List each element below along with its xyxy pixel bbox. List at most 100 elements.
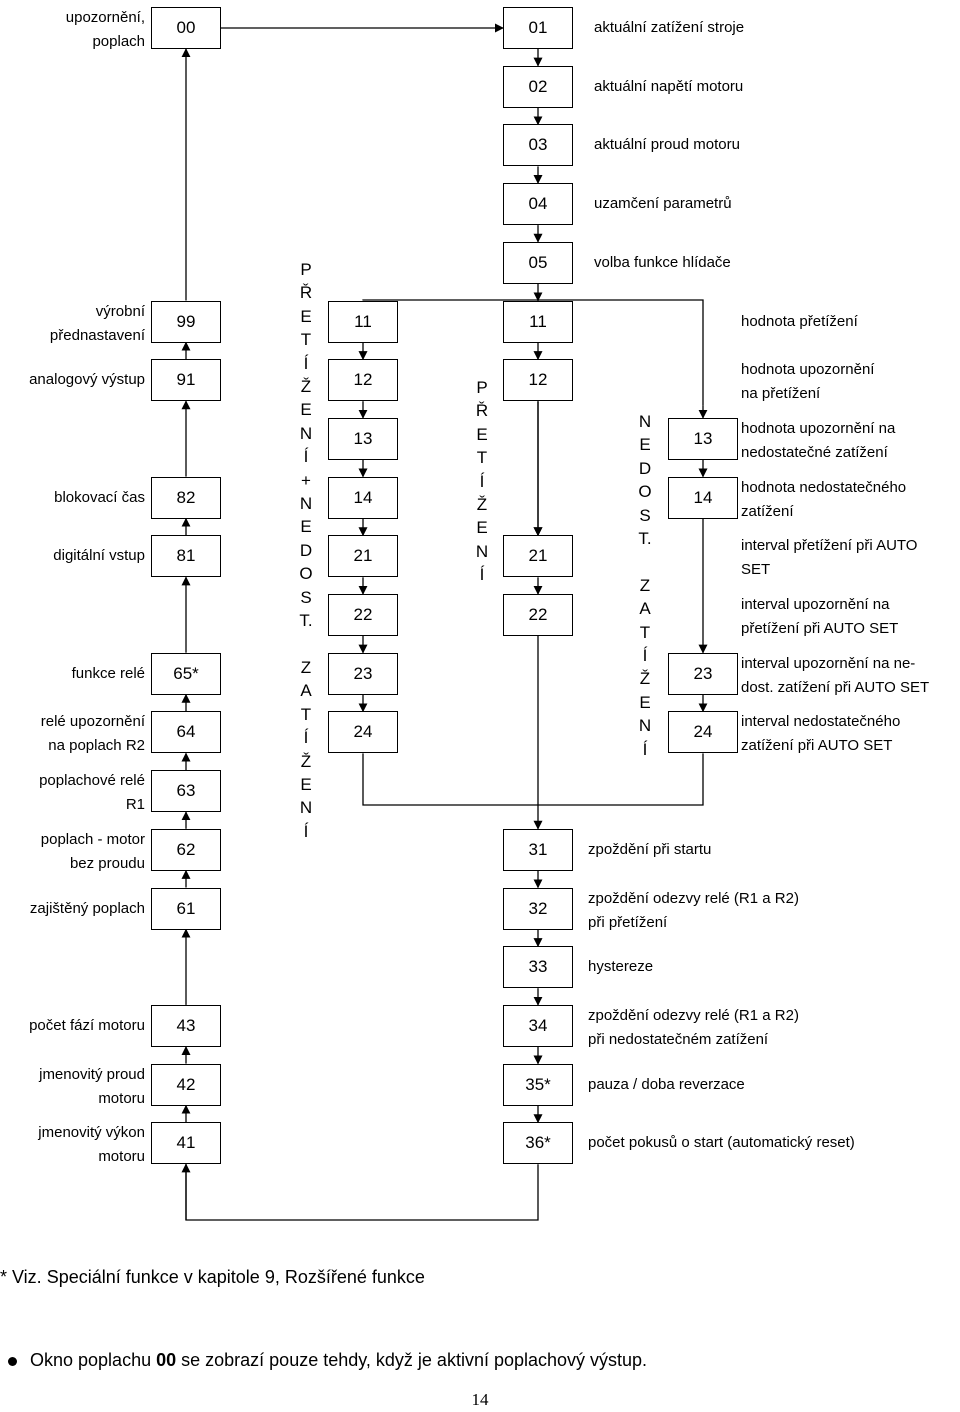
parameter-box-42[interactable]: 42 <box>151 1063 221 1106</box>
left-label-0: upozornění, poplach <box>66 6 145 54</box>
parameter-box-b21[interactable]: 21 <box>328 535 398 578</box>
right-label-c-8-line-0: zpoždění odezvy relé (R1 a R2) <box>588 1006 799 1024</box>
parameter-box-d23[interactable]: 23 <box>668 652 738 695</box>
parameter-box-03[interactable]: 03 <box>503 124 573 167</box>
right-label-c-4-line-0: volba funkce hlídače <box>594 253 731 271</box>
right-label-d-7-line-0: interval nedostatečného <box>741 713 901 731</box>
parameter-box-00[interactable]: 00 <box>151 7 221 49</box>
left-label-7-line-1: R1 <box>125 796 145 814</box>
right-label-d-3-line-0: hodnota nedostatečného <box>741 478 907 496</box>
left-label-4-line-0: digitální vstup <box>53 547 145 565</box>
parameter-box-43[interactable]: 43 <box>151 1004 221 1047</box>
right-label-d-1-line-1: na přetížení <box>741 385 821 403</box>
left-label-12-line-0: jmenovitý výkon <box>38 1124 145 1142</box>
right-label-c-10: počet pokusů o start (automatický reset) <box>588 1131 855 1155</box>
left-label-5: funkce relé <box>72 662 145 686</box>
parameter-box-b13[interactable]: 13 <box>328 417 398 460</box>
parameter-box-02[interactable]: 02 <box>503 65 573 108</box>
parameter-box-05[interactable]: 05 <box>503 241 573 284</box>
parameter-box-41[interactable]: 41 <box>151 1122 221 1165</box>
parameter-box-b11[interactable]: 11 <box>328 300 398 343</box>
parameter-box-32[interactable]: 32 <box>503 887 573 930</box>
parameter-box-c12[interactable]: 12 <box>503 359 573 402</box>
left-label-0-line-1: poplach <box>92 33 145 50</box>
right-label-c-1: aktuální napětí motoru <box>594 75 743 99</box>
parameter-box-d13[interactable]: 13 <box>668 417 738 460</box>
right-label-c-6: zpoždění odezvy relé (R1 a R2) při přetíž… <box>588 887 799 935</box>
parameter-box-b22[interactable]: 22 <box>328 594 398 636</box>
right-label-d-5-line-1: přetížení při AUTO SET <box>741 620 899 637</box>
right-label-d-7-line-1: zatížení při AUTO SET <box>741 737 893 755</box>
right-label-d-7: interval nedostatečného zatížení při AUTO… <box>741 710 900 758</box>
vertical-label-pretizeni-nedost: P Ř E T Í Ž E N Í + N E D O S T. Z A T Í… <box>299 260 313 841</box>
parameter-box-63[interactable]: 63 <box>151 770 221 813</box>
parameter-box-c22[interactable]: 22 <box>503 594 573 636</box>
parameter-box-c21[interactable]: 21 <box>503 535 573 578</box>
right-label-c-2: aktuální proud motoru <box>594 133 740 157</box>
parameter-box-36[interactable]: 36* <box>503 1122 573 1165</box>
parameter-box-01[interactable]: 01 <box>503 7 573 49</box>
parameter-box-64[interactable]: 64 <box>151 711 221 754</box>
left-label-0-line-0: upozornění, <box>65 9 145 26</box>
right-label-c-4: volba funkce hlídače <box>594 251 731 275</box>
parameter-box-b12[interactable]: 12 <box>328 359 398 402</box>
right-label-d-4-line-1: SET <box>741 561 771 579</box>
left-label-10-line-0: počet fází motoru <box>29 1016 145 1034</box>
parameter-box-34[interactable]: 34 <box>503 1004 573 1047</box>
vertical-label-pretizeni: P Ř E T Í Ž E N Í <box>475 378 489 585</box>
parameter-box-d14[interactable]: 14 <box>668 476 738 519</box>
left-label-10: počet fází motoru <box>29 1014 145 1038</box>
parameter-box-35[interactable]: 35* <box>503 1063 573 1106</box>
parameter-box-81[interactable]: 81 <box>151 535 221 578</box>
right-label-c-6-line-0: zpoždění odezvy relé (R1 a R2) <box>588 889 799 907</box>
parameter-box-b14[interactable]: 14 <box>328 476 398 519</box>
right-label-d-1-line-0: hodnota upozornění <box>741 361 875 379</box>
left-label-9: zajištěný poplach <box>30 897 145 921</box>
parameter-box-65[interactable]: 65* <box>151 652 221 695</box>
left-label-3: blokovací čas <box>54 486 145 510</box>
right-label-c-9: pauza / doba reverzace <box>588 1073 745 1097</box>
left-label-7-line-0: poplachové relé <box>39 772 145 790</box>
parameter-box-d24[interactable]: 24 <box>668 711 738 754</box>
right-label-d-4: interval přetížení při AUTO SET <box>741 534 917 582</box>
parameter-box-82[interactable]: 82 <box>151 476 221 519</box>
right-label-d-6: interval upozornění na ne-dost. zatížení… <box>741 652 929 700</box>
right-label-c-6-line-1: při přetížení <box>588 913 668 931</box>
bullet-note-text-end: se zobrazí pouze tehdy, když je aktivní … <box>176 1350 648 1370</box>
left-label-11-line-1: motoru <box>98 1089 145 1107</box>
right-label-c-3: uzamčení parametrů <box>594 192 732 216</box>
parameter-box-04[interactable]: 04 <box>503 183 573 226</box>
left-label-2-line-0: analogový výstup <box>29 371 145 389</box>
parameter-box-b23[interactable]: 23 <box>328 652 398 695</box>
right-label-d-4-line-0: interval přetížení při AUTO <box>741 537 918 555</box>
left-label-12-line-1: motoru <box>98 1148 145 1166</box>
bullet-icon <box>8 1357 17 1366</box>
parameter-box-61[interactable]: 61 <box>151 887 221 930</box>
right-label-c-3-line-0: uzamčení parametrů <box>594 195 732 213</box>
parameter-box-99[interactable]: 99 <box>151 300 221 343</box>
right-label-c-8-line-1: při nedostatečném zatížení <box>588 1030 769 1048</box>
right-label-d-6-line-1: dost. zatížení při AUTO SET <box>741 678 930 696</box>
right-label-c-0-line-0: aktuální zatížení stroje <box>594 19 745 36</box>
left-label-1-line-0: výrobní <box>95 302 145 320</box>
right-label-d-1: hodnota upozornění na přetížení <box>741 358 874 406</box>
bullet-note: Okno poplachu 00 se zobrazí pouze tehdy,… <box>30 1350 647 1371</box>
parameter-box-33[interactable]: 33 <box>503 946 573 989</box>
parameter-box-62[interactable]: 62 <box>151 828 221 871</box>
left-label-9-line-0: zajištěný poplach <box>29 899 145 917</box>
parameter-box-91[interactable]: 91 <box>151 359 221 402</box>
left-label-2: analogový výstup <box>29 368 145 392</box>
right-label-d-6-line-0: interval upozornění na ne- <box>741 654 916 672</box>
right-label-c-9-line-0: pauza / doba reverzace <box>588 1075 745 1093</box>
parameter-box-b24[interactable]: 24 <box>328 711 398 754</box>
parameter-box-c11[interactable]: 11 <box>503 300 573 343</box>
parameter-box-31[interactable]: 31 <box>503 828 573 871</box>
right-label-d-2-line-1: nedostatečné zatížení <box>741 443 888 461</box>
